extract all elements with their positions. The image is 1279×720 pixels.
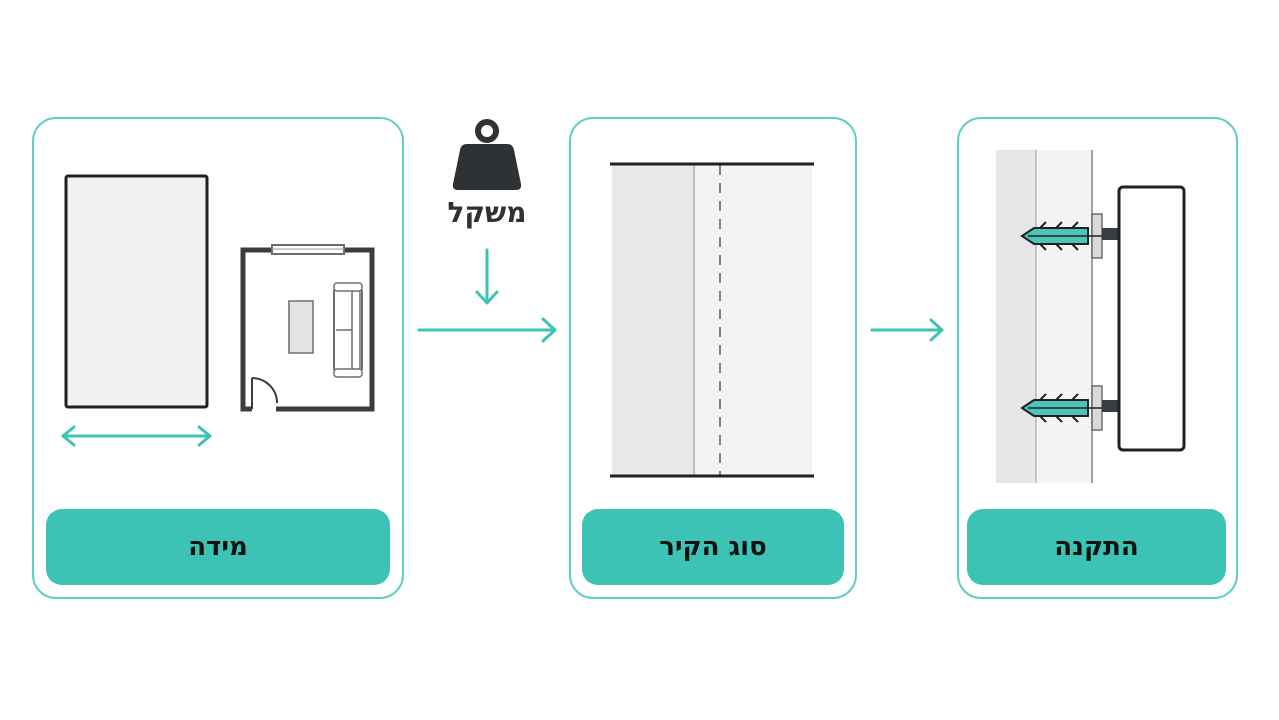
arrow-right-icon [417, 317, 557, 343]
weight-label: משקל [447, 196, 527, 229]
size-rectangle [64, 174, 209, 409]
step-label-wall-type: סוג הקיר [582, 509, 844, 585]
wall-section-icon [610, 162, 814, 478]
floor-plan-icon [240, 244, 375, 412]
weight-icon [452, 119, 522, 190]
double-arrow-icon [61, 425, 212, 447]
arrow-right-icon [870, 318, 944, 342]
arrow-down-icon [475, 248, 499, 305]
step-label-size: מידה [46, 509, 390, 585]
step-label-installation: התקנה [967, 509, 1226, 585]
wall-anchor-icon [996, 150, 1186, 483]
